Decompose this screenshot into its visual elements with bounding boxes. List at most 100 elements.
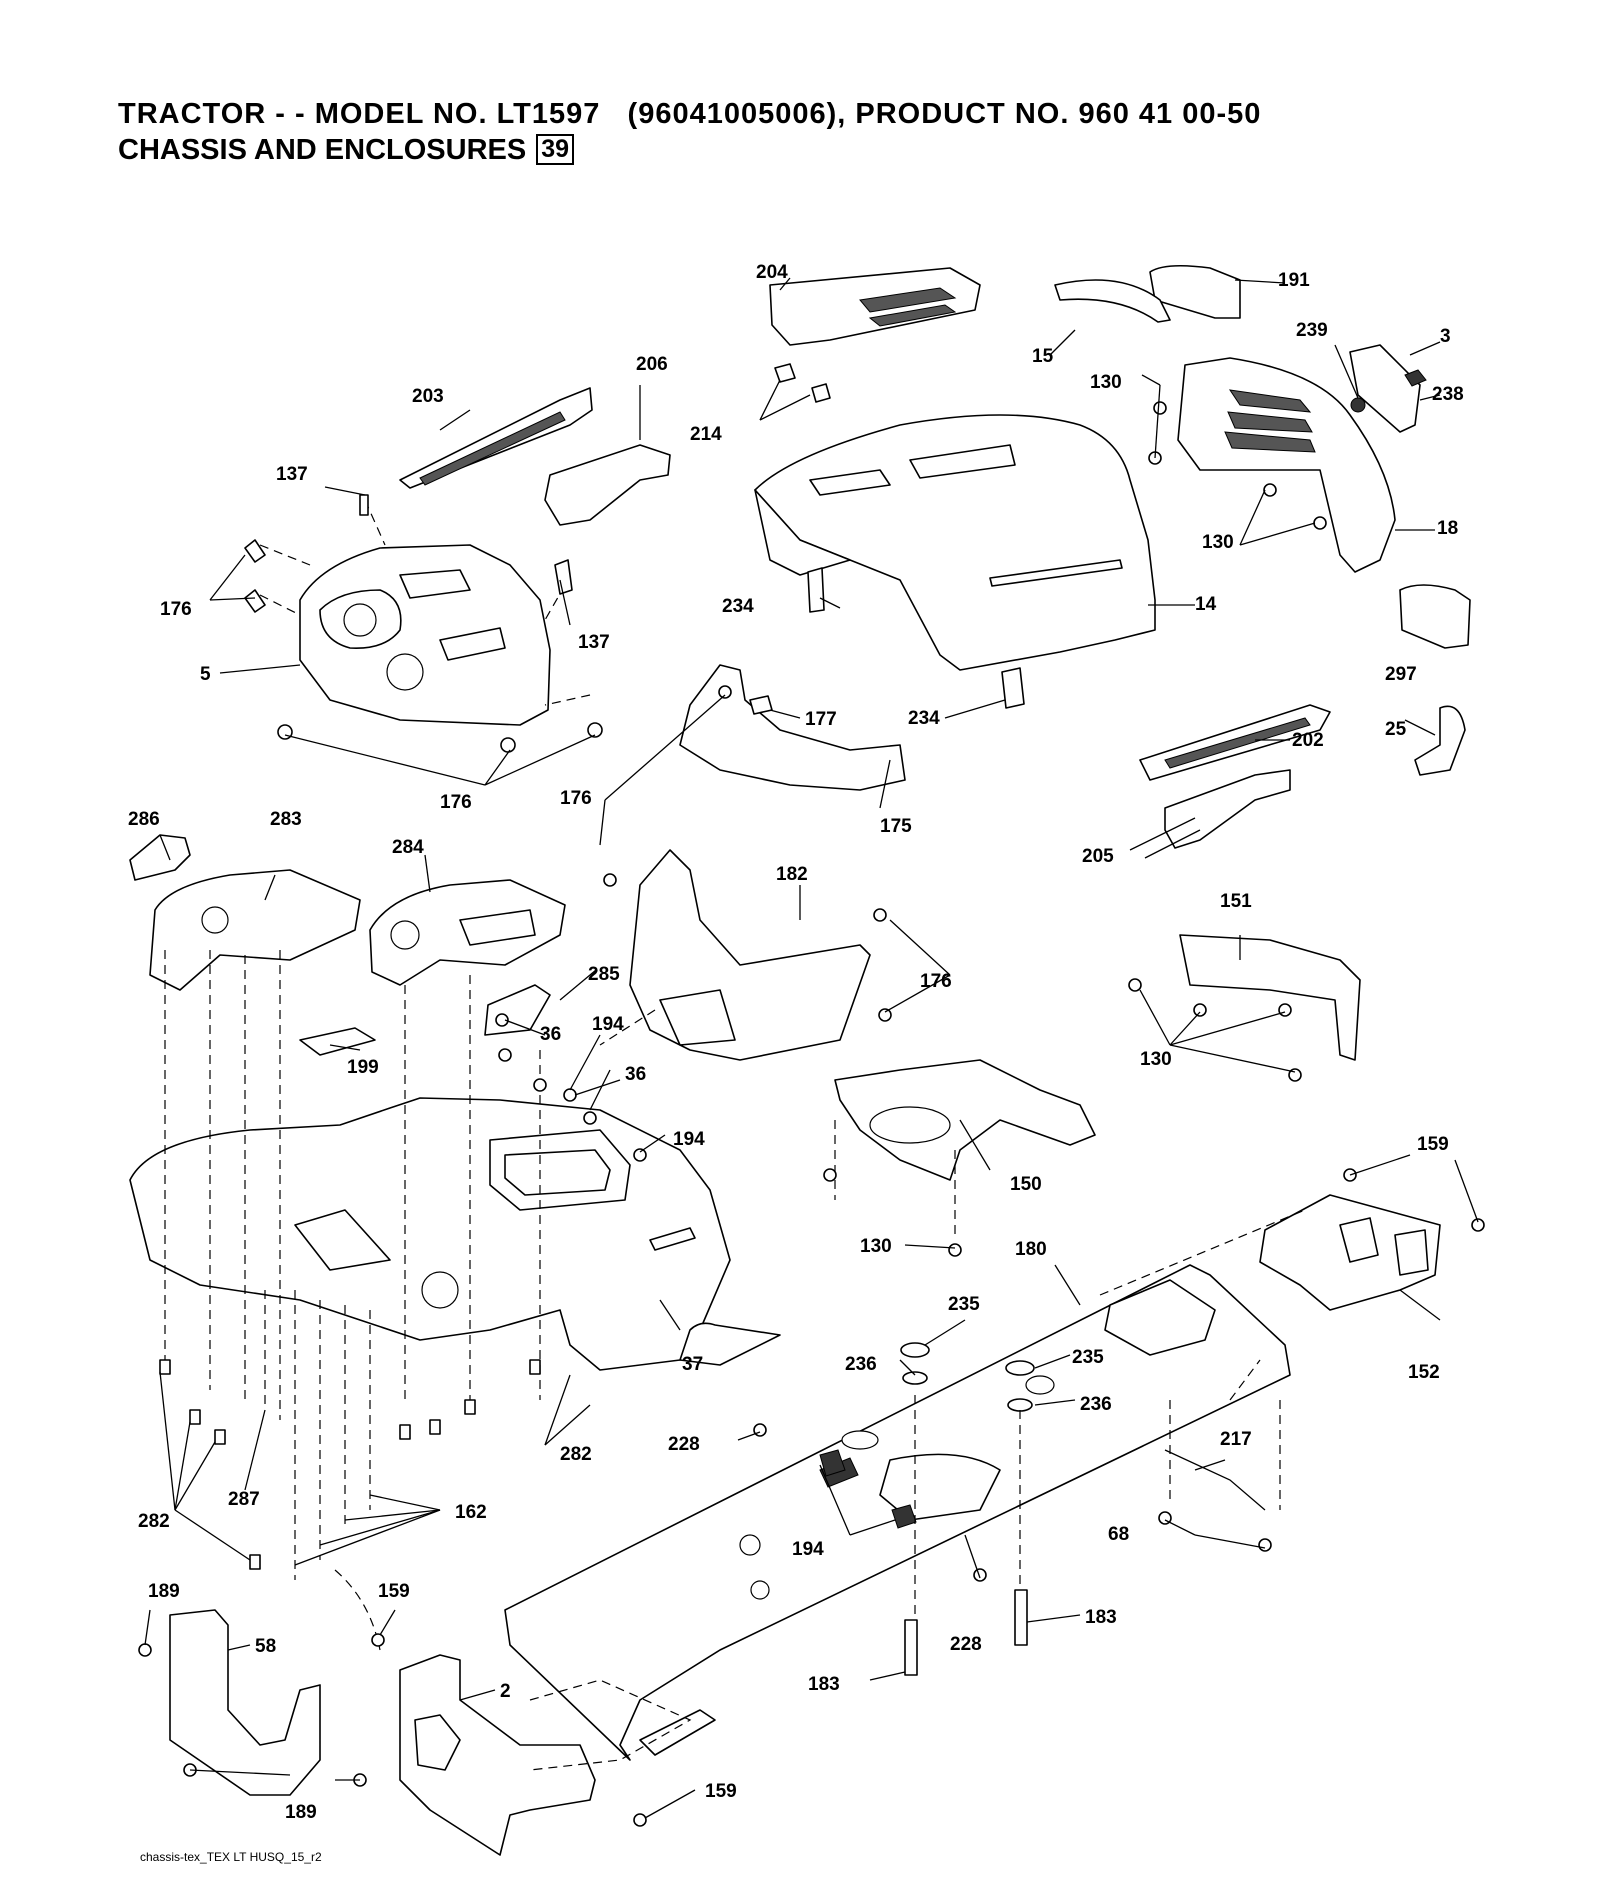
part-217-rod bbox=[1164, 1449, 1266, 1511]
page-number-box: 39 bbox=[536, 134, 575, 165]
callout-162: 162 bbox=[455, 1502, 487, 1523]
callout-130-a: 130 bbox=[1090, 372, 1122, 393]
callout-282-b: 282 bbox=[138, 1511, 170, 1532]
callout-137-a: 137 bbox=[276, 464, 308, 485]
callout-180: 180 bbox=[1015, 1239, 1047, 1260]
part-183-bolt-b bbox=[1014, 1589, 1028, 1646]
callout-176-b: 176 bbox=[440, 792, 472, 813]
part-238-emblem-plate bbox=[1349, 344, 1427, 433]
callout-217: 217 bbox=[1220, 1429, 1252, 1450]
part-234-clip-b bbox=[1001, 667, 1025, 709]
callout-25: 25 bbox=[1385, 719, 1407, 740]
callout-284: 284 bbox=[392, 837, 424, 858]
part-175-bracket bbox=[679, 664, 906, 791]
section-title: CHASSIS AND ENCLOSURES 39 bbox=[118, 132, 575, 168]
callout-150: 150 bbox=[1010, 1174, 1042, 1195]
part-177-nut bbox=[749, 695, 773, 715]
part-58-bracket bbox=[169, 1609, 321, 1796]
callout-194-c: 194 bbox=[792, 1539, 824, 1560]
callout-194-b: 194 bbox=[673, 1129, 705, 1150]
part-25-trim bbox=[1414, 705, 1466, 776]
part-182-front-shroud bbox=[629, 849, 871, 1061]
callout-238: 238 bbox=[1432, 384, 1464, 405]
page-title: TRACTOR - - MODEL NO. LT1597 (9604100500… bbox=[118, 98, 1262, 130]
part-194-nut-a bbox=[819, 1449, 846, 1477]
part-235-spacer-b bbox=[1005, 1360, 1035, 1376]
part-206-vent-duct bbox=[544, 444, 671, 526]
callout-130-d: 130 bbox=[860, 1236, 892, 1257]
section-title-text: CHASSIS AND ENCLOSURES bbox=[118, 134, 527, 166]
part-234-clip-a bbox=[807, 567, 825, 613]
callout-239: 239 bbox=[1296, 320, 1328, 341]
callout-151: 151 bbox=[1220, 891, 1252, 912]
callout-58: 58 bbox=[255, 1636, 276, 1657]
part-286-knob bbox=[129, 834, 191, 881]
callout-137-b: 137 bbox=[578, 632, 610, 653]
callout-189-a: 189 bbox=[148, 1581, 180, 1602]
callout-176-c: 176 bbox=[560, 788, 592, 809]
callout-234-b: 234 bbox=[908, 708, 940, 729]
part-152-rear-bracket bbox=[1259, 1194, 1441, 1311]
callout-191: 191 bbox=[1278, 270, 1310, 291]
callout-14: 14 bbox=[1195, 594, 1217, 615]
part-202-side-grille bbox=[1139, 704, 1331, 781]
callout-202: 202 bbox=[1292, 730, 1324, 751]
callout-177: 177 bbox=[805, 709, 837, 730]
callout-214: 214 bbox=[690, 424, 722, 445]
part-284-right-pod bbox=[369, 879, 566, 986]
callout-5: 5 bbox=[200, 664, 211, 685]
callout-175: 175 bbox=[880, 816, 912, 837]
assembly-lines bbox=[164, 499, 1306, 1771]
callout-68: 68 bbox=[1108, 1524, 1129, 1545]
callout-206: 206 bbox=[636, 354, 668, 375]
callout-130-c: 130 bbox=[1140, 1049, 1172, 1070]
callout-228-b: 228 bbox=[950, 1634, 982, 1655]
part-callouts: 204 191 15 239 3 238 130 206 203 214 137… bbox=[128, 262, 1464, 1823]
part-37-fender-deck bbox=[129, 1097, 731, 1371]
callout-15: 15 bbox=[1032, 346, 1054, 367]
part-199-tray bbox=[299, 1027, 376, 1056]
part-151-bracket bbox=[1179, 934, 1361, 1061]
callout-203: 203 bbox=[412, 386, 444, 407]
callout-194-a: 194 bbox=[592, 1014, 624, 1035]
callout-183-a: 183 bbox=[1085, 1607, 1117, 1628]
callout-159-a: 159 bbox=[1417, 1134, 1449, 1155]
callout-152: 152 bbox=[1408, 1362, 1440, 1383]
callout-36-a: 36 bbox=[540, 1024, 561, 1045]
part-235-spacer-a bbox=[900, 1342, 930, 1358]
callout-282-a: 282 bbox=[560, 1444, 592, 1465]
part-183-bolt-a bbox=[904, 1619, 918, 1676]
part-214-clip-a bbox=[774, 363, 796, 383]
callout-205: 205 bbox=[1082, 846, 1114, 867]
callout-199: 199 bbox=[347, 1057, 379, 1078]
part-236-spacer-b bbox=[1007, 1398, 1033, 1412]
file-label: chassis-tex_TEX LT HUSQ_15_r2 bbox=[140, 1850, 322, 1864]
part-2-bracket bbox=[399, 1654, 596, 1856]
part-214-clip-b bbox=[811, 383, 831, 403]
callout-235-a: 235 bbox=[948, 1294, 980, 1315]
callout-176-a: 176 bbox=[160, 599, 192, 620]
callout-3: 3 bbox=[1440, 326, 1451, 347]
part-236-spacer-a bbox=[902, 1371, 928, 1385]
part-203-side-grille bbox=[399, 387, 593, 489]
callout-130-b: 130 bbox=[1202, 532, 1234, 553]
callout-37: 37 bbox=[682, 1354, 703, 1375]
callout-297: 297 bbox=[1385, 664, 1417, 685]
part-204-hood-vent bbox=[769, 267, 981, 346]
callout-2: 2 bbox=[500, 1681, 511, 1702]
part-297-cover bbox=[1399, 584, 1471, 649]
callout-159-c: 159 bbox=[705, 1781, 737, 1802]
callout-286: 286 bbox=[128, 809, 160, 830]
part-5-dash-console bbox=[299, 544, 551, 726]
callout-189-b: 189 bbox=[285, 1802, 317, 1823]
callout-182: 182 bbox=[776, 864, 808, 885]
callout-236-b: 236 bbox=[1080, 1394, 1112, 1415]
callout-236-a: 236 bbox=[845, 1354, 877, 1375]
callout-176-d: 176 bbox=[920, 971, 952, 992]
callout-18: 18 bbox=[1437, 518, 1458, 539]
callout-159-b: 159 bbox=[378, 1581, 410, 1602]
part-205-duct bbox=[1164, 769, 1291, 849]
callout-234-a: 234 bbox=[722, 596, 754, 617]
part-15-strip bbox=[1054, 279, 1171, 323]
